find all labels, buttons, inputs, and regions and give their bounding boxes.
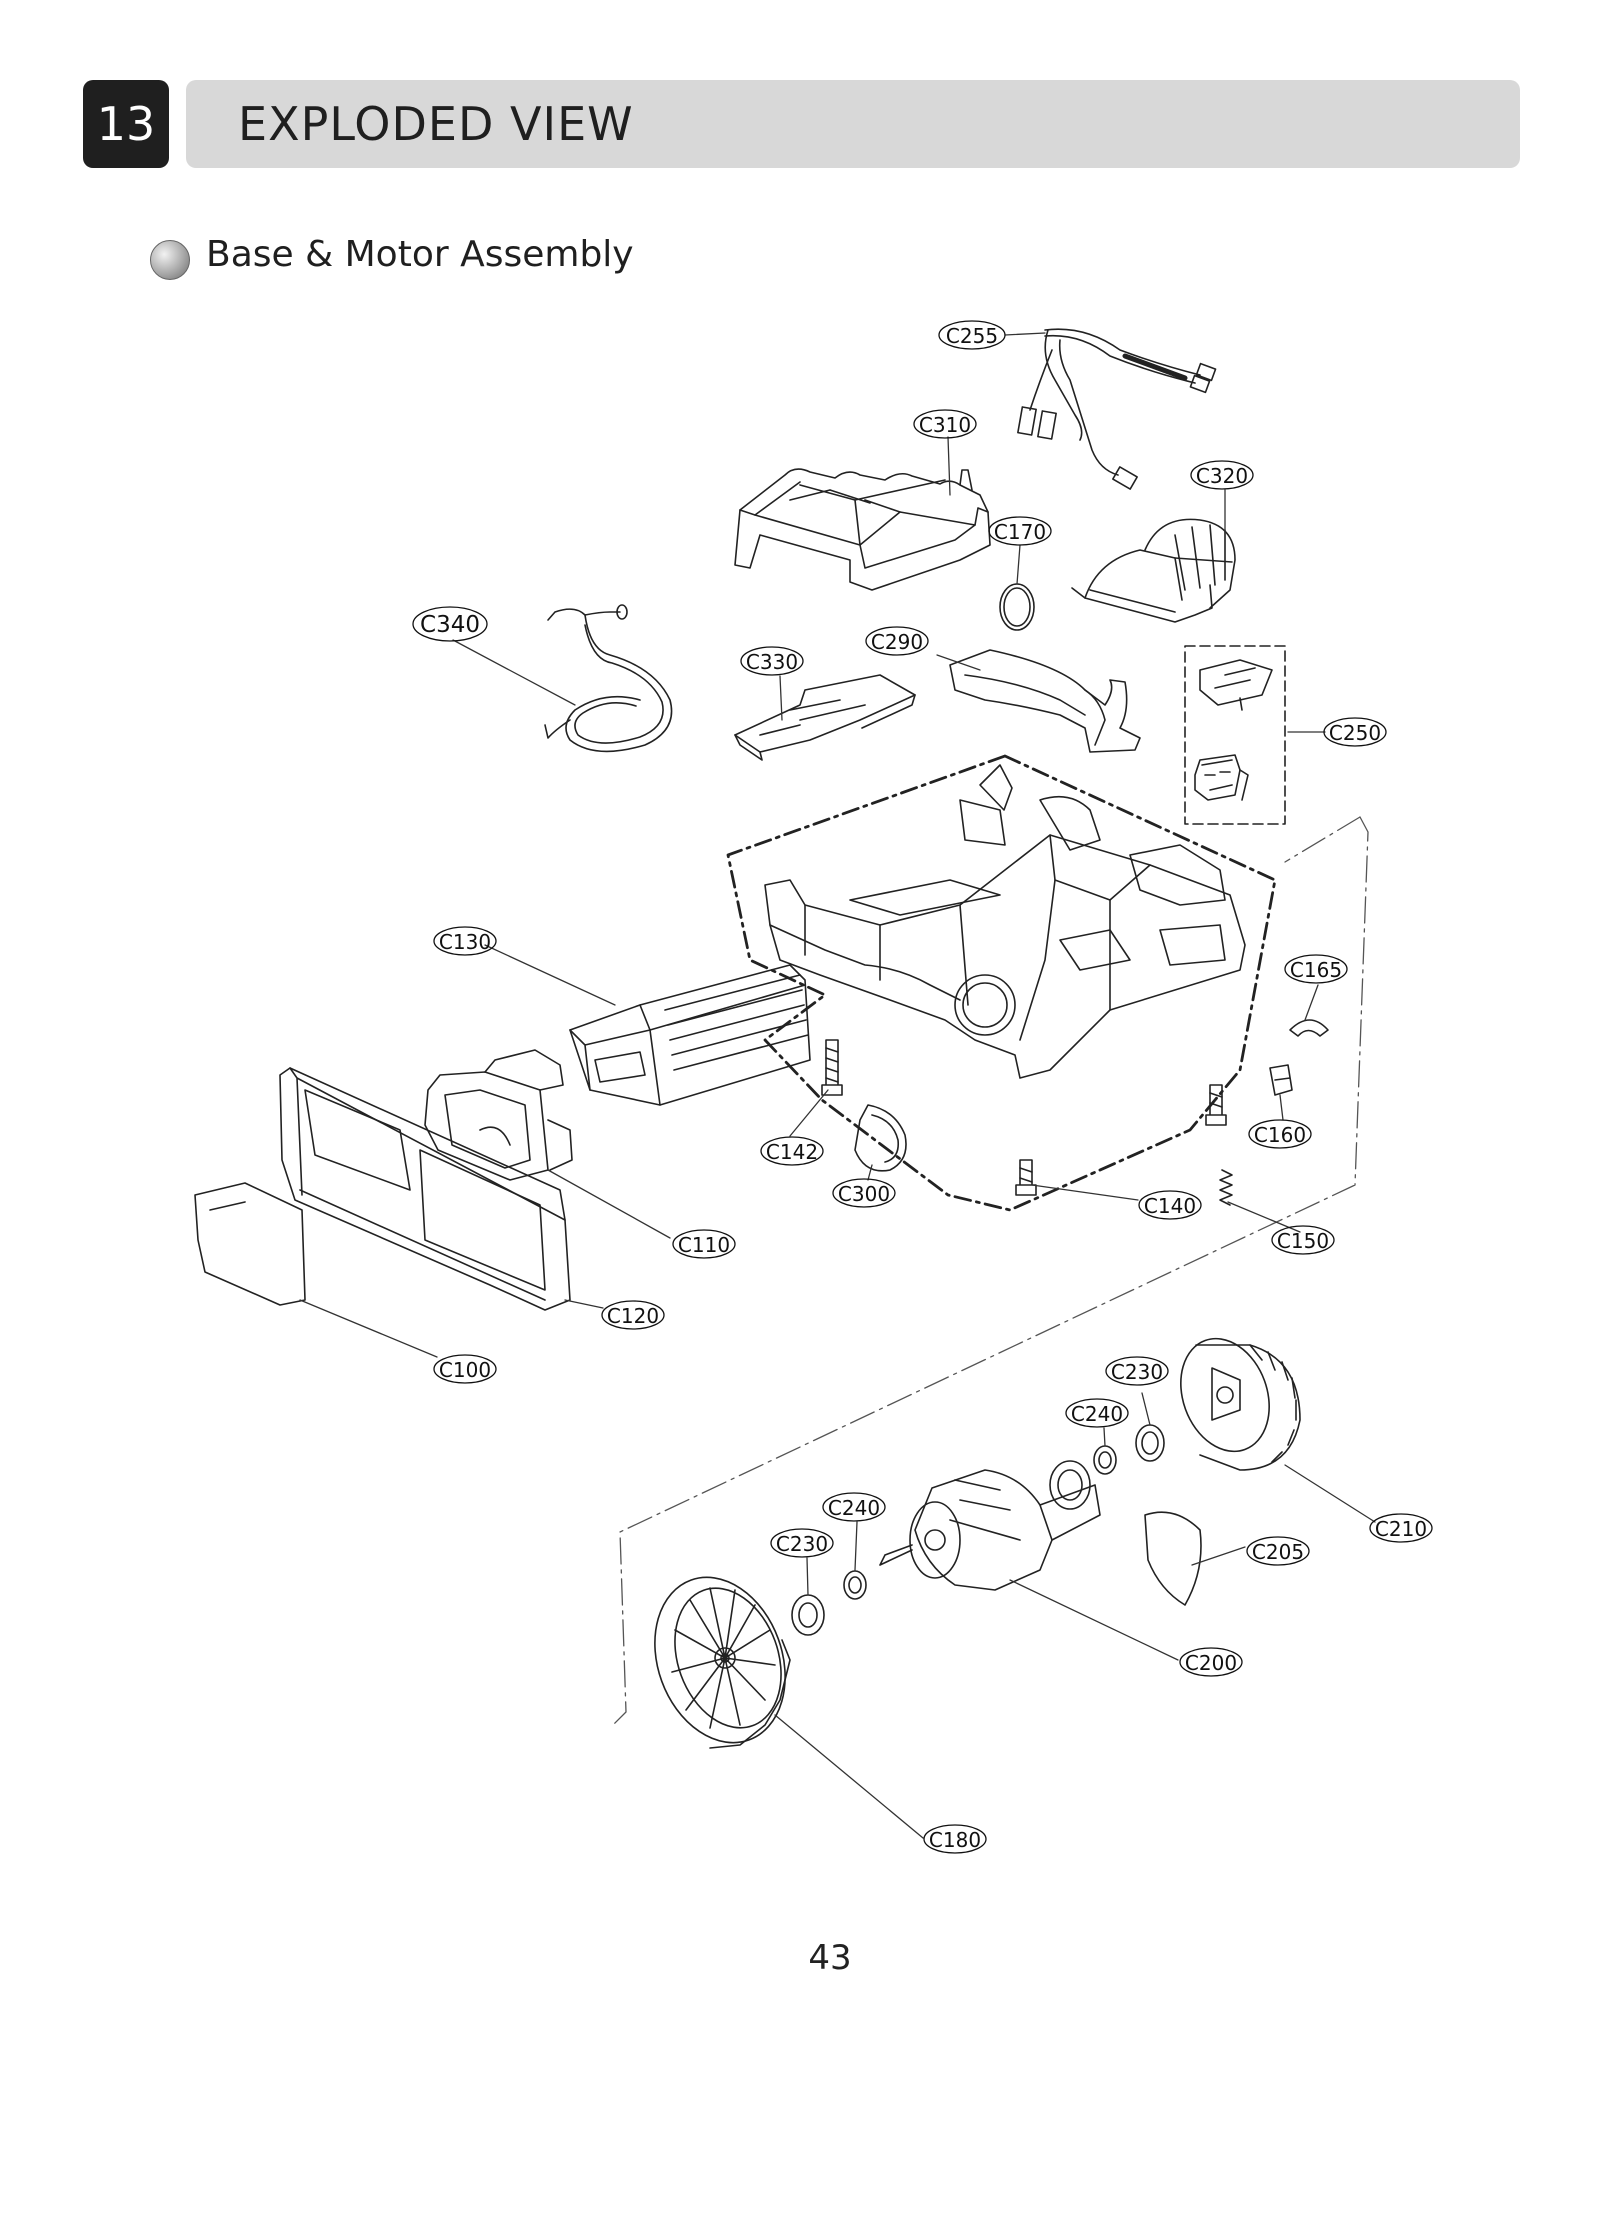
callout-c160: C160 [1254,1123,1306,1147]
callout-c300: C300 [838,1182,890,1206]
duct-cover-part [734,468,991,591]
page-title: EXPLODED VIEW [238,97,634,151]
wire-harness-part [1017,328,1217,490]
callout-c310: C310 [919,413,971,437]
gasket-part [854,1104,907,1172]
callout-c290: C290 [871,630,923,654]
page-number: 43 [808,1938,852,1978]
callout-c320: C320 [1196,464,1248,488]
title-bar: EXPLODED VIEW [186,80,1520,168]
clamp-part [1289,1019,1329,1037]
callout-c330: C330 [746,650,798,674]
callout-c170: C170 [994,520,1046,544]
callout-c230-lower: C230 [776,1532,828,1556]
section-number-badge: 13 [83,80,169,168]
callout-c255: C255 [946,324,998,348]
bearing-ring-part [791,1424,1165,1636]
callout-c210: C210 [1375,1517,1427,1541]
leader-lines [299,332,1376,1839]
bullet-icon [150,240,190,280]
callout-c340: C340 [420,612,480,638]
callout-c150: C150 [1277,1229,1329,1253]
assembly-boundary [613,816,1369,1725]
callout-c120: C120 [607,1304,659,1328]
callout-c165: C165 [1290,958,1342,982]
rear-fan-part [1180,1337,1301,1471]
callout-bubbles [412,320,1433,1854]
callout-c205: C205 [1252,1540,1304,1564]
front-panel-part [279,1067,571,1311]
spring-part [1219,1169,1233,1206]
pcb-bracket-part [734,674,916,761]
front-fan-part [654,1576,791,1749]
motor-part [879,1460,1101,1591]
blower-housing-part [1071,518,1236,623]
duct-part [949,649,1141,753]
callout-c130: C130 [439,930,491,954]
section-subtitle: Base & Motor Assembly [206,234,634,275]
callout-c250: C250 [1329,721,1381,745]
door-part [194,1182,306,1306]
callout-c200: C200 [1185,1651,1237,1675]
leveling-screw-part [821,1039,1227,1196]
callout-c240-upper: C240 [1071,1402,1123,1426]
callout-labels: C255 C310 C320 C170 C340 C330 C290 C250 … [420,324,1427,1852]
clip-part [1269,1064,1293,1096]
switch-group-part [1184,645,1286,825]
base-frame-part [726,754,1277,1212]
callout-c100: C100 [439,1358,491,1382]
o-ring-part [999,583,1035,631]
filter-housing-part [569,964,811,1106]
callout-c180: C180 [929,1828,981,1852]
callout-c110: C110 [678,1233,730,1257]
callout-c142: C142 [766,1140,818,1164]
filter-frame-part [424,1049,573,1181]
callout-c140: C140 [1144,1194,1196,1218]
hose-part [544,604,673,753]
callout-c230-upper: C230 [1111,1360,1163,1384]
callout-c240-lower: C240 [828,1496,880,1520]
belt-part [1144,1511,1202,1606]
